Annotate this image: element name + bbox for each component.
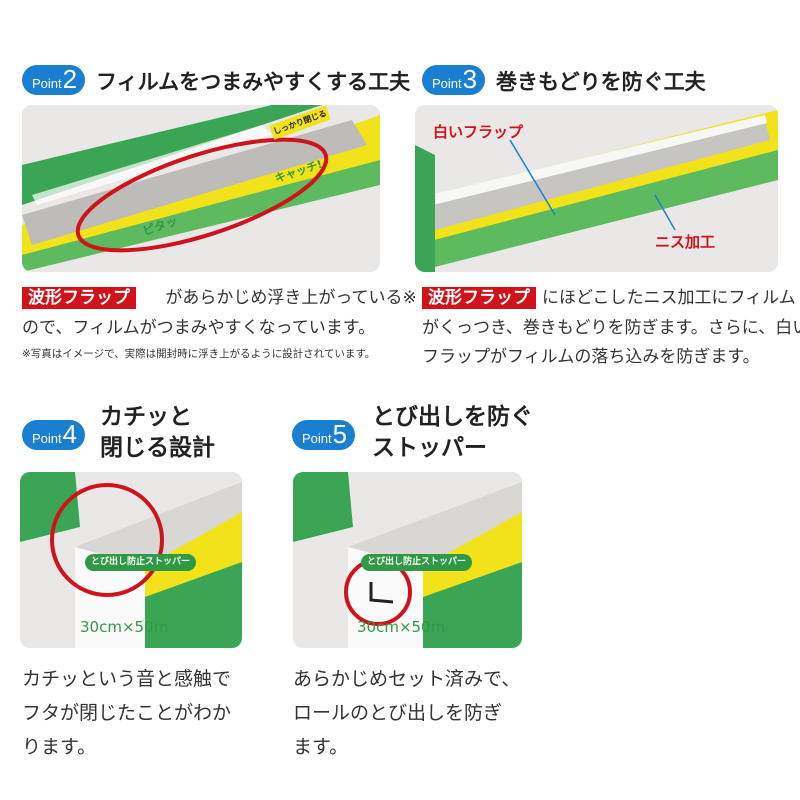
label-varnish: ニス加工 bbox=[655, 233, 716, 251]
title-line: カチッと bbox=[100, 404, 192, 430]
point4-line1: カチッという音と感触で bbox=[22, 668, 232, 690]
point5-photo: とび出し防止ストッパー 30cm×50m bbox=[293, 472, 522, 648]
point3-title: 巻きもどりを防ぐ工夫 bbox=[496, 70, 706, 94]
title-line: 閉じる設計 bbox=[100, 435, 215, 461]
point3-line1: 波形フラップにほどこしたニス加工にフィルム bbox=[422, 283, 796, 313]
point2-line2: ので、フィルムがつまみやすくなっています。 bbox=[22, 318, 376, 338]
badge-word: Point bbox=[302, 431, 332, 446]
size-label: 30cm×50m bbox=[357, 618, 446, 636]
point4-line3: ります。 bbox=[22, 736, 97, 758]
title-line: ストッパー bbox=[372, 435, 487, 461]
point2-photo: しっかり閉じる ピタッ キャッチ! bbox=[22, 105, 380, 272]
point5-line2: ロールのとび出しを防ぎ bbox=[293, 702, 503, 724]
badge-number: 4 bbox=[62, 419, 78, 449]
point3-badge: Point 3 bbox=[422, 64, 486, 95]
badge-number: 2 bbox=[62, 64, 78, 94]
point2-note: ※写真はイメージで、実際は開封時に浮き上がるように設計されています。 bbox=[22, 348, 376, 360]
point4-photo: とび出し防止ストッパー 30cm×50m bbox=[20, 472, 242, 648]
point5-line3: ます。 bbox=[293, 736, 349, 758]
point4-title: カチッと 閉じる設計 bbox=[100, 402, 215, 464]
point4-badge: Point 4 bbox=[22, 419, 86, 450]
badge-word: Point bbox=[32, 431, 62, 446]
point3-photo: 白いフラップ ニス加工 bbox=[415, 105, 778, 272]
point5-title: とび出しを防ぐ ストッパー bbox=[372, 402, 533, 464]
point2-text1: があらかじめ浮き上がっている※ bbox=[165, 288, 417, 308]
label-white-flap: 白いフラップ bbox=[433, 123, 524, 141]
badge-number: 5 bbox=[332, 419, 348, 449]
title-line: とび出しを防ぐ bbox=[372, 404, 533, 430]
wave-flap-tag: 波形フラップ bbox=[22, 287, 136, 309]
stopper-bubble: とび出し防止ストッパー bbox=[85, 554, 197, 571]
point5-line1: あらかじめセット済みで、 bbox=[293, 668, 521, 690]
badge-word: Point bbox=[432, 76, 462, 91]
point3-line2: がくっつき、巻きもどりを防ぎます。さらに、白い bbox=[422, 318, 800, 338]
point2-badge: Point 2 bbox=[22, 64, 86, 95]
point3-line3: フラップがフィルムの落ち込みを防ぎます。 bbox=[422, 347, 760, 367]
point2-line1: 波形フラップ があらかじめ浮き上がっている※ bbox=[22, 283, 417, 313]
badge-number: 3 bbox=[462, 64, 478, 94]
point2-title: フィルムをつまみやすくする工夫 bbox=[96, 70, 411, 94]
point4-line2: フタが閉じたことがわか bbox=[22, 702, 232, 724]
point5-badge: Point 5 bbox=[292, 419, 356, 450]
stopper-bubble: とび出し防止ストッパー bbox=[361, 554, 473, 571]
point3-text1: にほどこしたニス加工にフィルム bbox=[542, 288, 796, 308]
badge-word: Point bbox=[32, 76, 62, 91]
wave-flap-tag: 波形フラップ bbox=[422, 287, 536, 309]
size-label: 30cm×50m bbox=[80, 618, 169, 636]
